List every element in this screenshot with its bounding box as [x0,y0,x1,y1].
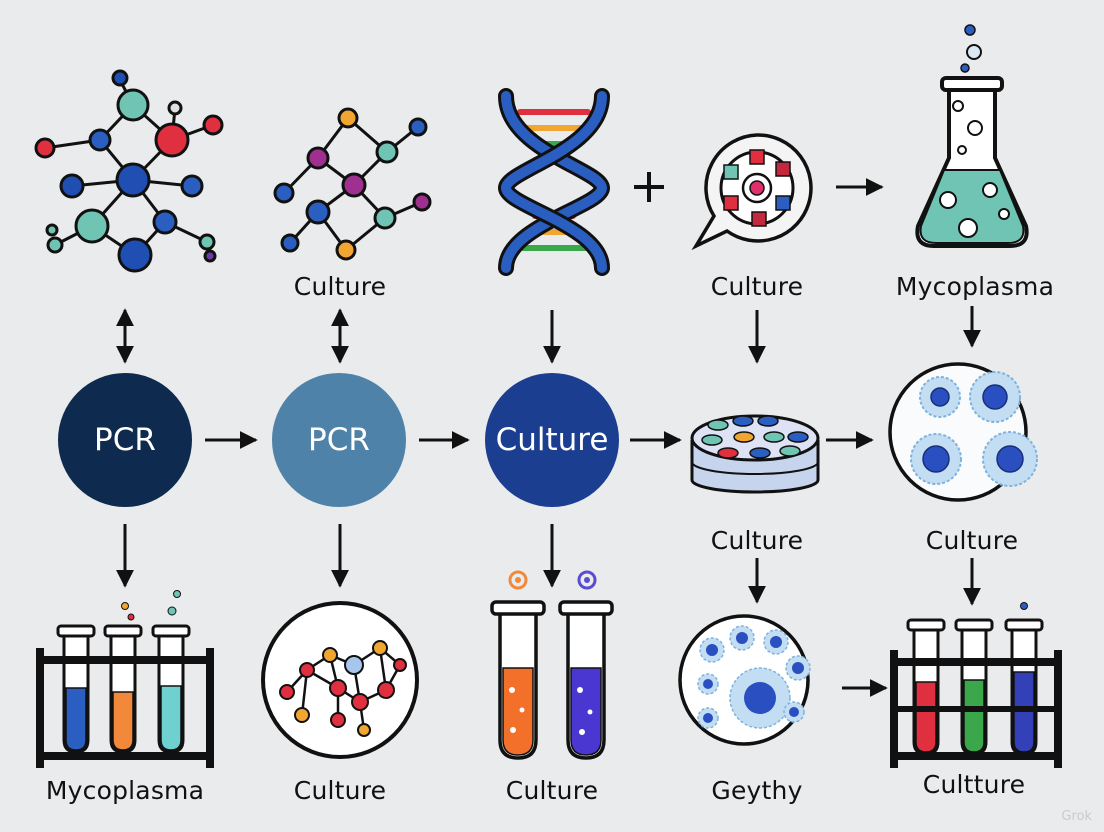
cell-cluster-icon [678,614,811,746]
label-network-circle: Culture [293,776,387,805]
label-cell-cluster: Geythy [711,776,803,805]
label-tube-rack-right: Cultture [922,770,1026,799]
plus-icon [634,172,664,202]
flow-arrows [116,178,981,697]
node-culture: Culture [485,373,619,507]
cell-target-icon [691,133,813,251]
petri-dish-icon [690,414,820,494]
node-pcr-1: PCR [58,373,192,507]
label-petri-dish: Culture [710,526,804,555]
label-tube-rack-left: Mycoplasma [45,776,205,805]
label-flask: Mycoplasma [895,272,1055,301]
molecule-icon [34,69,224,273]
dna-icon [497,88,611,276]
node-pcr-2-label: PCR [308,422,370,458]
label-cells-circle: Culture [925,526,1019,555]
label-molecule-2: Culture [293,272,387,301]
cells-circle-icon [888,362,1038,502]
flask-icon [915,24,1029,248]
node-pcr-1-label: PCR [94,422,156,458]
node-culture-label: Culture [495,422,609,458]
label-test-tubes: Culture [505,776,599,805]
network-circle-icon [261,601,419,759]
watermark: Grok [1061,809,1092,824]
test-tube-rack-icon-right [890,602,1062,768]
test-tube-rack-icon [36,590,214,768]
node-pcr-2: PCR [272,373,406,507]
label-cell-target: Culture [710,272,804,301]
network-molecule-icon [273,107,432,261]
test-tubes-icon [490,570,614,760]
